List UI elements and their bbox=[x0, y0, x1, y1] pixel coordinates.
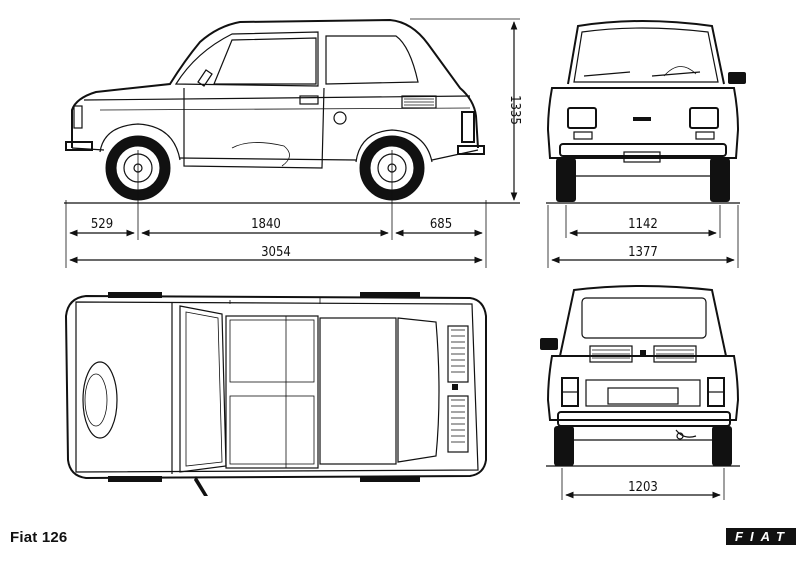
dim-overall-width: 1377 bbox=[628, 245, 658, 260]
engine-vent-side bbox=[401, 95, 437, 109]
side-view: 529 1840 685 3054 1335 bbox=[64, 18, 522, 268]
front-view: 1142 1377 bbox=[546, 20, 746, 268]
dim-rear-overhang: 685 bbox=[430, 217, 452, 232]
engine-vent-top bbox=[447, 325, 469, 453]
dim-wheelbase: 1840 bbox=[251, 217, 281, 232]
fiat-logo: FIAT bbox=[726, 528, 796, 545]
dim-overall-length: 3054 bbox=[261, 245, 291, 260]
model-caption: Fiat 126 bbox=[10, 529, 68, 546]
dim-rear-track: 1203 bbox=[628, 480, 658, 495]
dim-height: 1335 bbox=[507, 95, 522, 125]
dim-front-track: 1142 bbox=[628, 217, 658, 232]
dim-front-overhang: 529 bbox=[91, 217, 113, 232]
rear-view: 1203 bbox=[540, 285, 740, 500]
engine-vent-rear bbox=[589, 345, 697, 363]
top-view bbox=[64, 292, 487, 496]
